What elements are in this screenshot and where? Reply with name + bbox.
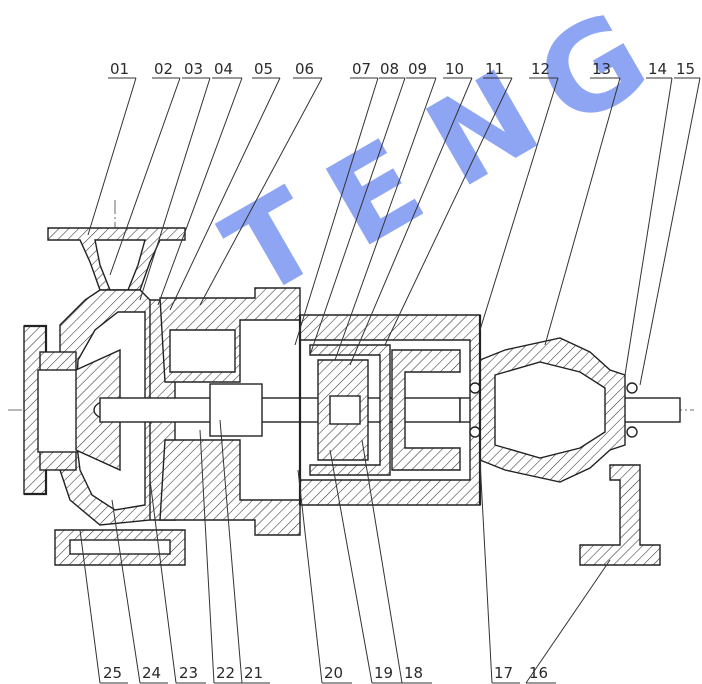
label-22: 22: [216, 664, 235, 682]
label-03: 03: [184, 60, 203, 78]
label-12: 12: [531, 60, 550, 78]
outer-magnet-rotor: [391, 349, 461, 471]
inner-magnet-hub: [329, 395, 361, 425]
bearing-right-bottom: [626, 426, 638, 438]
label-24: 24: [142, 664, 161, 682]
labels-top: 01 02 03 04 05 06 07 08 09 10 11 12 13 1…: [110, 60, 695, 78]
pump-drawing: [8, 200, 694, 566]
support-foot: [579, 464, 661, 566]
bearing-right-top: [626, 382, 638, 394]
label-19: 19: [374, 664, 393, 682]
suction-bore: [37, 369, 79, 453]
label-14: 14: [648, 60, 667, 78]
bracket-upper-cavity: [169, 329, 236, 373]
label-02: 02: [154, 60, 173, 78]
label-09: 09: [408, 60, 427, 78]
bearing-left-top: [469, 382, 481, 394]
label-11: 11: [485, 60, 504, 78]
label-06: 06: [295, 60, 314, 78]
label-20: 20: [324, 664, 343, 682]
leader-lines: [79, 77, 701, 684]
label-15: 15: [676, 60, 695, 78]
shaft-sleeve: [209, 383, 263, 437]
label-10: 10: [445, 60, 464, 78]
label-21: 21: [244, 664, 263, 682]
outer-contour: [24, 315, 482, 505]
label-08: 08: [380, 60, 399, 78]
watermark-letter-2: E: [305, 114, 446, 275]
label-18: 18: [404, 664, 423, 682]
label-23: 23: [179, 664, 198, 682]
label-01: 01: [110, 60, 129, 78]
pump-shaft: [99, 397, 461, 423]
label-05: 05: [254, 60, 273, 78]
label-17: 17: [494, 664, 513, 682]
bracket-lower: [159, 439, 301, 536]
label-07: 07: [352, 60, 371, 78]
label-16: 16: [529, 664, 548, 682]
motor-bracket-cavity: [494, 361, 606, 459]
labels-bottom: 25 24 23 22 21 20 19 18 17 16: [103, 664, 548, 682]
bearing-left-bottom: [469, 426, 481, 438]
isolation-sleeve: [309, 344, 391, 476]
label-25: 25: [103, 664, 122, 682]
label-04: 04: [214, 60, 233, 78]
label-13: 13: [592, 60, 611, 78]
